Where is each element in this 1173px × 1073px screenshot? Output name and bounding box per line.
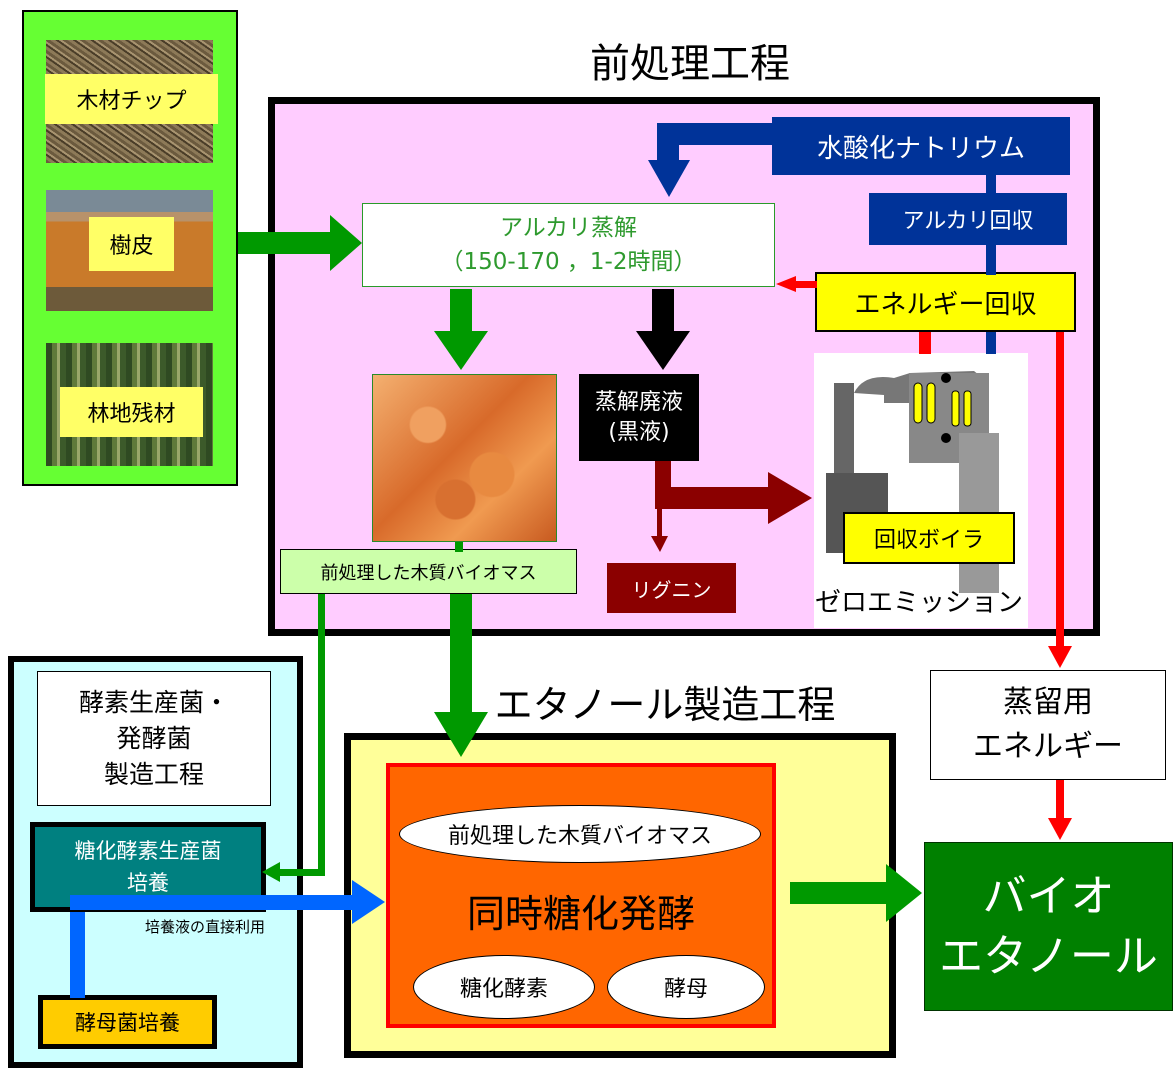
naoh-to-cooking-arrow bbox=[648, 123, 773, 197]
feedstock-to-cooking-arrow bbox=[238, 215, 362, 271]
alkaline-cooking-conditions: （150-170 ，1-2時間） bbox=[440, 249, 697, 275]
enzyme-culture-line2: 培養 bbox=[127, 871, 169, 895]
biomass-to-culture-arrow bbox=[262, 594, 325, 882]
bioethanol-line1: バイオ bbox=[982, 870, 1115, 922]
pretreatment-title: 前処理工程 bbox=[590, 41, 790, 87]
alkali-recovery-box: アルカリ回収 bbox=[869, 193, 1067, 245]
ssf-biomass-oval: 前処理した木質バイオマス bbox=[399, 805, 761, 863]
pretreated-biomass-photo bbox=[372, 374, 557, 542]
distillation-line2: エネルギー bbox=[973, 729, 1123, 764]
enzyme-title-line1: 酵素生産菌・ bbox=[78, 687, 229, 717]
enzyme-title-line2: 発酵菌 bbox=[116, 723, 192, 753]
wood-chip-label: 木材チップ bbox=[45, 74, 218, 124]
ethanol-production-title: エタノール製造工程 bbox=[494, 682, 836, 727]
bark-label: 樹皮 bbox=[89, 217, 174, 271]
energy-boiler-line-red bbox=[919, 332, 931, 354]
enzyme-culture-line1: 糖化酵素生産菌 bbox=[74, 839, 222, 863]
naoh-recovery-line bbox=[986, 175, 996, 195]
saccharification-enzyme-oval: 糖化酵素 bbox=[413, 955, 595, 1019]
forest-residue-label: 林地残材 bbox=[60, 387, 203, 437]
black-liquor-title: 蒸解廃液 bbox=[594, 389, 683, 415]
enzyme-production-title: 酵素生産菌・ 発酵菌 製造工程 bbox=[37, 671, 271, 806]
distillation-line1: 蒸留用 bbox=[1003, 685, 1093, 720]
black-liquor-subtitle: (黒液) bbox=[608, 419, 670, 445]
energy-recovery-box: エネルギー回収 bbox=[815, 272, 1076, 332]
bioethanol-box: バイオ エタノール bbox=[924, 842, 1173, 1011]
distillation-to-bioethanol-arrow bbox=[1048, 780, 1072, 840]
energy-to-distillation-arrow bbox=[1048, 332, 1072, 668]
cooking-to-biomass-arrow bbox=[434, 289, 488, 370]
black-liquor-box: 蒸解廃液 (黒液) bbox=[579, 374, 699, 461]
distillation-energy-box: 蒸留用 エネルギー bbox=[930, 670, 1166, 780]
ssf-title: 同時糖化発酵 bbox=[466, 891, 695, 936]
zero-emission-label: ゼロエミッション bbox=[815, 587, 1024, 618]
cooking-to-blackliquor-arrow bbox=[636, 289, 690, 370]
energy-to-cooking-arrow bbox=[776, 276, 817, 292]
enzyme-title-line3: 製造工程 bbox=[103, 759, 204, 789]
recovery-boiler-label: 回収ボイラ bbox=[843, 512, 1015, 564]
culture-to-ssf-arrow bbox=[70, 880, 385, 998]
recovery-energy-line bbox=[986, 245, 996, 275]
yeast-oval: 酵母 bbox=[607, 955, 765, 1019]
alkaline-cooking-title: アルカリ蒸解 bbox=[499, 215, 638, 241]
bioethanol-line2: エタノール bbox=[939, 930, 1158, 982]
direct-use-label: 培養液の直接利用 bbox=[144, 917, 265, 936]
ssf-to-bioethanol-arrow bbox=[790, 864, 922, 922]
lignin-box: リグニン bbox=[607, 563, 736, 613]
energy-boiler-line-blue bbox=[986, 332, 996, 354]
yeast-culture-box: 酵母菌培養 bbox=[38, 995, 217, 1049]
alkaline-cooking-box: アルカリ蒸解 （150-170 ，1-2時間） bbox=[362, 203, 775, 287]
pretreated-biomass-label: 前処理した木質バイオマス bbox=[280, 549, 577, 594]
biomass-to-ethanol-arrow bbox=[434, 542, 488, 757]
blackliquor-to-lignin-arrow bbox=[651, 503, 668, 552]
naoh-box: 水酸化ナトリウム bbox=[772, 117, 1070, 175]
blackliquor-to-boiler-arrow bbox=[655, 461, 812, 524]
